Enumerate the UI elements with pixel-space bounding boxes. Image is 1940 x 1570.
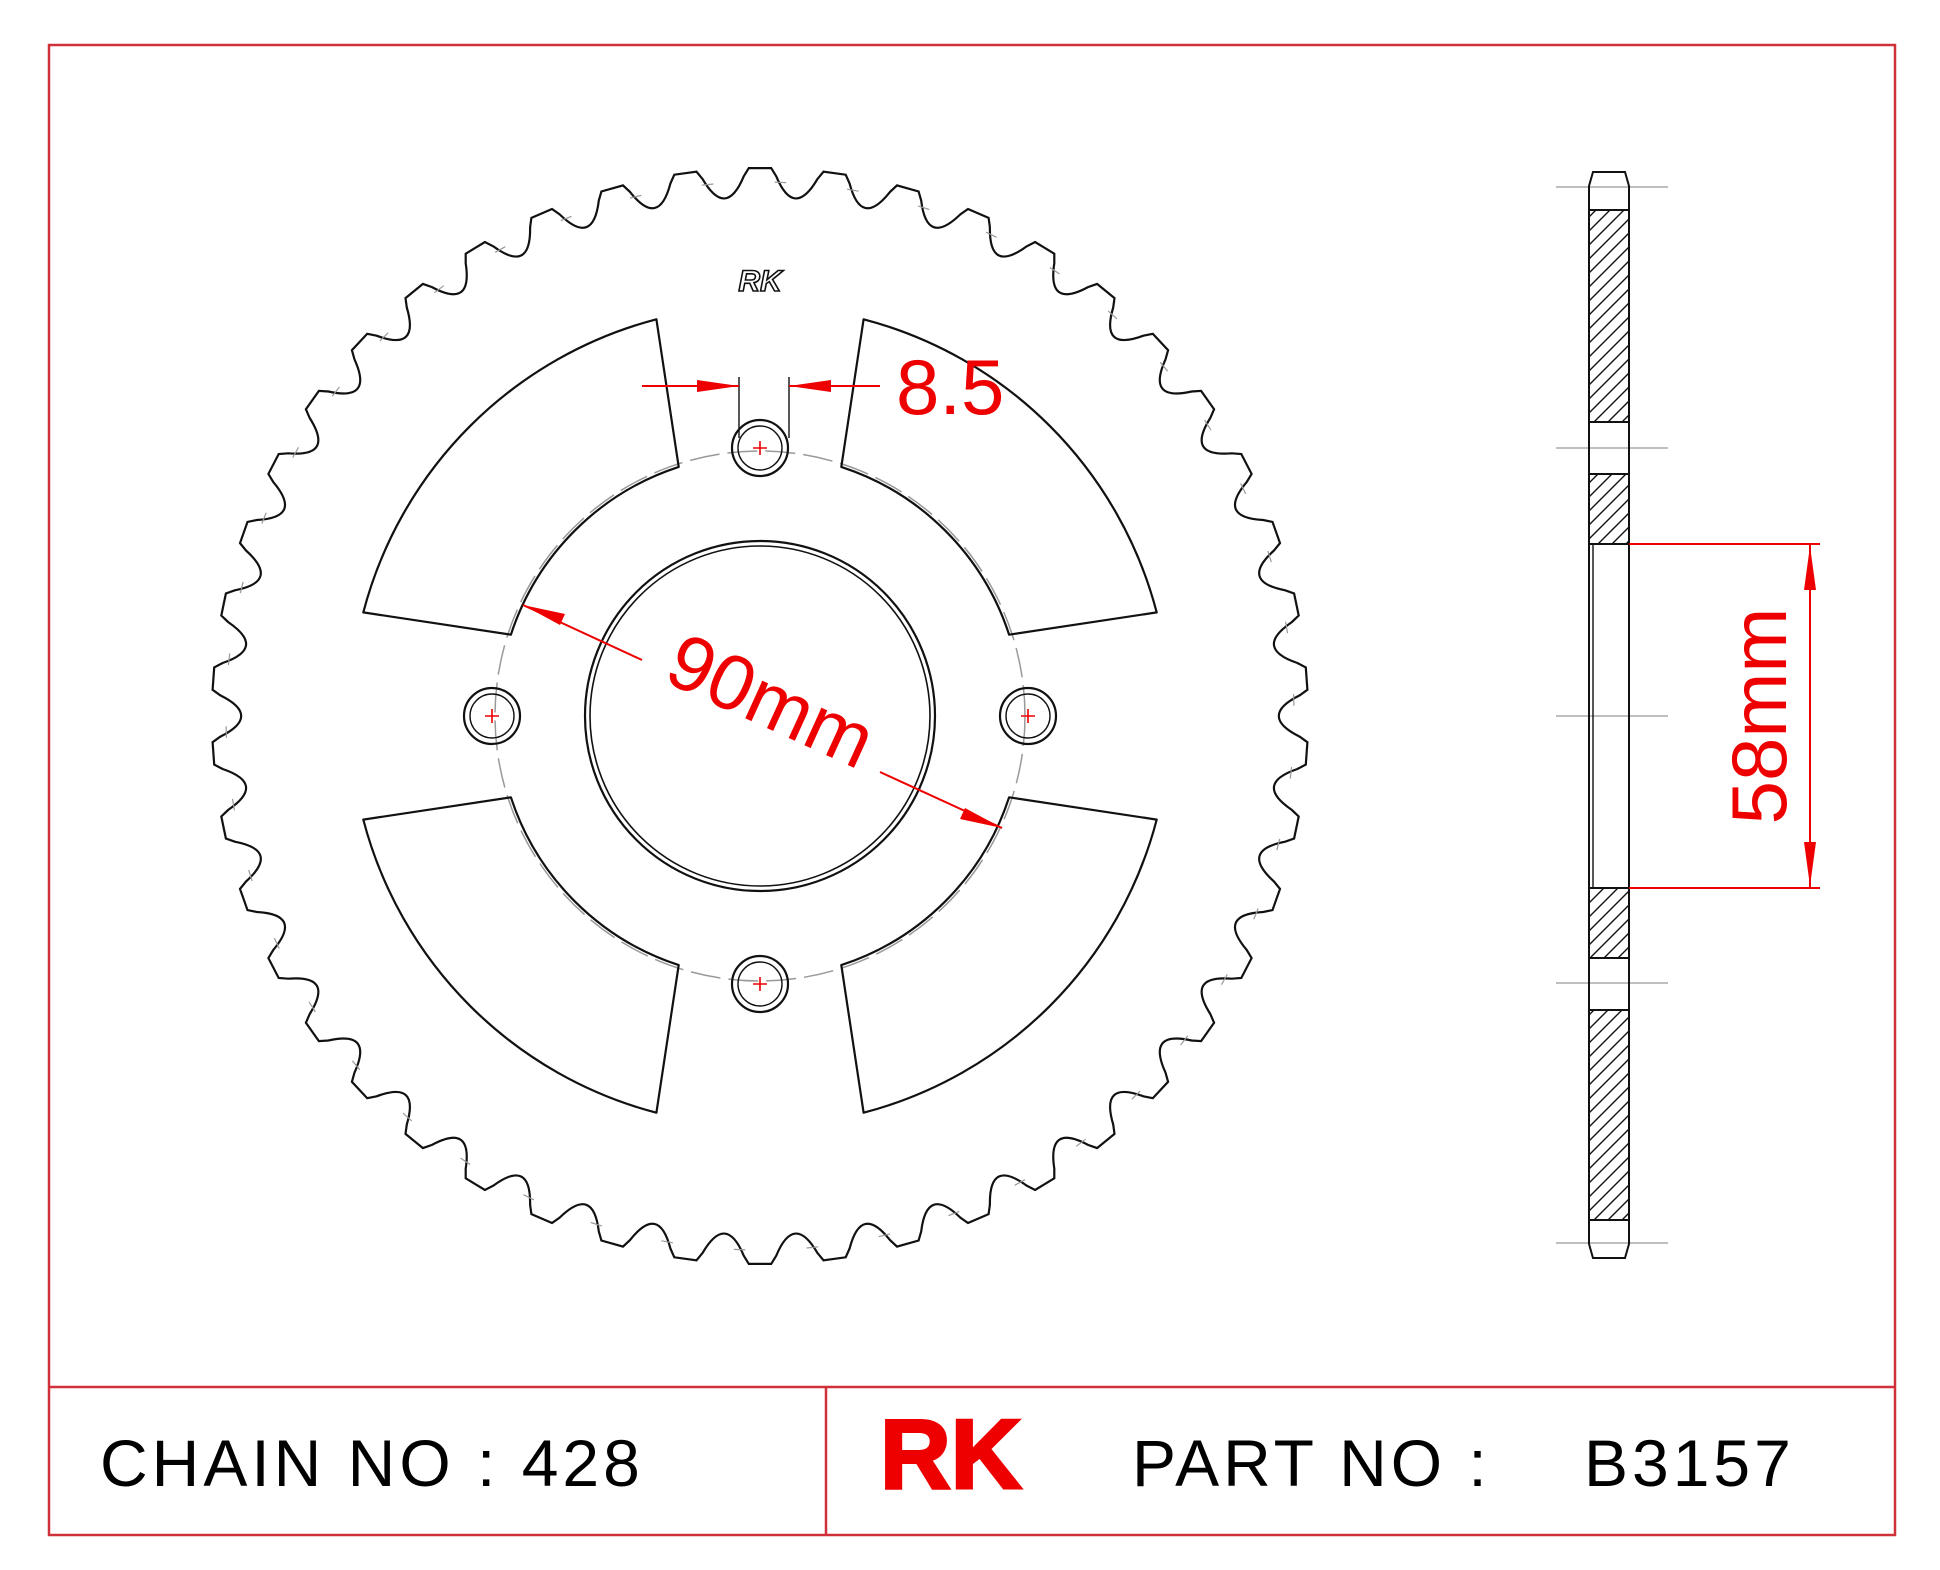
lightening-cutouts bbox=[362, 318, 1158, 1114]
sprocket-teeth-outline bbox=[211, 167, 1309, 1265]
center-mark bbox=[485, 709, 499, 723]
rk-logo-small: RK bbox=[738, 265, 784, 298]
lightening-cutout bbox=[840, 318, 1158, 636]
lightening-cutout bbox=[362, 318, 680, 636]
center-bore-inner bbox=[589, 545, 931, 887]
rk-brand-logo: RK bbox=[880, 1399, 1022, 1509]
bolt-hole bbox=[730, 418, 790, 478]
bolt-hole bbox=[998, 686, 1058, 746]
outer-border bbox=[47, 43, 1897, 1537]
bolt-hole bbox=[730, 954, 790, 1014]
center-mark bbox=[1021, 709, 1035, 723]
tooth-pitch-marks bbox=[225, 181, 1295, 1251]
part-number-value: B3157 bbox=[1584, 1426, 1795, 1500]
hole-diameter-dimension: 8.5 bbox=[642, 343, 1004, 438]
hole-diameter-label: 8.5 bbox=[896, 343, 1004, 431]
part-number-label: PART NO : bbox=[1132, 1426, 1491, 1500]
center-bore-outer bbox=[583, 539, 937, 893]
chain-number-label: CHAIN NO : 428 bbox=[100, 1426, 644, 1500]
sprocket-side-view bbox=[1556, 171, 1668, 1259]
center-mark bbox=[753, 441, 767, 455]
title-block: CHAIN NO : 428 RK PART NO : B3157 bbox=[100, 1398, 1795, 1511]
bore-dimension: 58mm bbox=[1629, 543, 1820, 889]
side-view-centerlines bbox=[1556, 186, 1668, 1244]
sprocket-front-view: RK bbox=[211, 167, 1309, 1265]
lightening-cutout bbox=[362, 796, 680, 1114]
bore-label: 58mm bbox=[1715, 608, 1803, 825]
drawing-frame bbox=[47, 43, 1897, 1537]
side-view-outline bbox=[1588, 171, 1630, 1259]
lightening-cutout bbox=[840, 796, 1158, 1114]
center-mark bbox=[753, 977, 767, 991]
hatched-sections bbox=[1588, 209, 1630, 1221]
bolt-hole bbox=[462, 686, 522, 746]
bolt-circle-label: 90mm bbox=[654, 615, 888, 785]
bolt-holes bbox=[462, 418, 1058, 1014]
